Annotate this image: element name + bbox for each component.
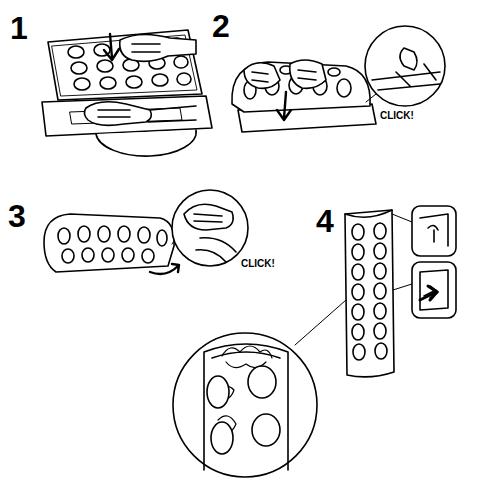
step-number: 1 xyxy=(10,12,28,44)
click-note: CLICK! xyxy=(241,259,275,269)
right-hand xyxy=(290,60,326,88)
dispenser-opening xyxy=(204,344,288,470)
bag-detail-figure xyxy=(173,300,346,477)
leader-line xyxy=(366,94,376,102)
detail-edge xyxy=(196,238,236,262)
detail-callout xyxy=(365,26,445,106)
inset-screw xyxy=(420,214,448,246)
detail-inset xyxy=(412,206,456,256)
bottom-hand xyxy=(84,102,196,126)
mount-arrow xyxy=(420,286,437,300)
tube-holes xyxy=(58,226,167,263)
base-panel xyxy=(42,96,212,136)
left-hand xyxy=(244,63,280,89)
inset-mount xyxy=(420,270,448,310)
snap-arrow xyxy=(150,264,179,274)
step-four-figure xyxy=(345,206,456,377)
press-arrow xyxy=(104,34,119,60)
detail-hand xyxy=(184,204,233,230)
leader-line xyxy=(392,214,412,222)
closed-tube xyxy=(44,214,174,272)
click-note: CLICK! xyxy=(380,111,414,121)
detail-callout xyxy=(172,190,248,266)
press-arrow xyxy=(277,92,291,120)
leader-line xyxy=(393,284,412,290)
detail-latch xyxy=(372,48,440,90)
leader-line xyxy=(295,300,346,345)
step-number: 3 xyxy=(8,200,26,232)
dispenser-holes xyxy=(352,223,387,360)
step-number: 4 xyxy=(316,205,334,237)
detail-inset xyxy=(412,262,456,318)
step-three-figure xyxy=(44,190,248,274)
panel-rim xyxy=(52,35,197,96)
dispenser-top xyxy=(345,210,392,217)
wall-dispenser xyxy=(345,210,394,377)
detail-holes xyxy=(207,366,280,454)
step-number: 2 xyxy=(212,10,230,42)
step-one-figure xyxy=(42,30,212,156)
upright-panel xyxy=(48,30,202,100)
top-hand xyxy=(120,34,196,61)
detail-callout xyxy=(173,333,317,477)
step-two-figure xyxy=(232,26,445,132)
base-foot xyxy=(96,130,196,156)
